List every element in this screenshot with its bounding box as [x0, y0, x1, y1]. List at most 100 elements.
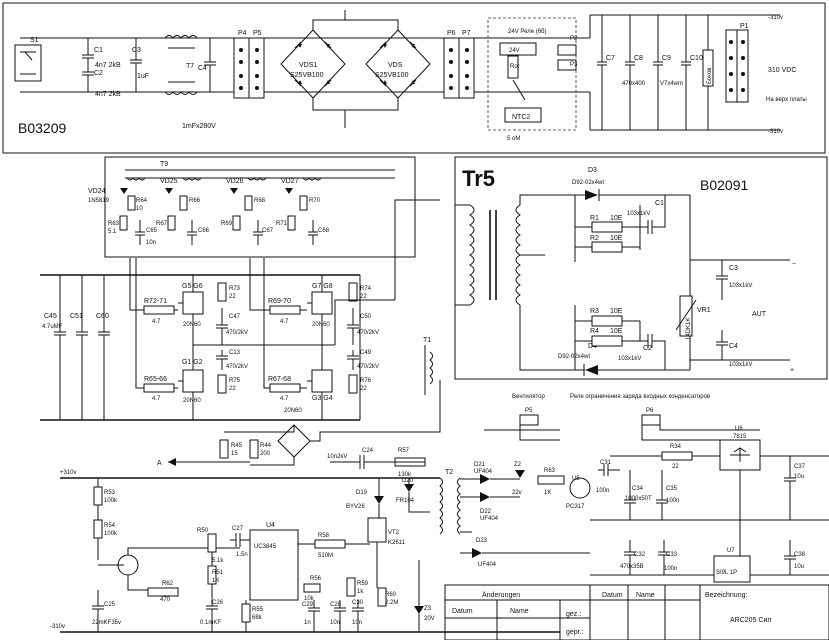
svg-text:100k: 100k [104, 498, 118, 504]
c33-value: 100n [664, 566, 677, 572]
output-section: Tr5 B02091 D3 D92-02x4wt D4 D92-02x4wt R… [454, 156, 828, 380]
current-transformer-t1: T1 [423, 337, 433, 395]
svg-text:UF404: UF404 [478, 562, 497, 568]
c38-label: C38 [794, 552, 806, 558]
p5-ctrl [519, 414, 539, 426]
svg-text:10E: 10E [610, 328, 623, 335]
svg-text:470: 470 [160, 597, 171, 603]
c2-out-label: C2 [643, 345, 652, 352]
c26-value: 0.1mKF [200, 620, 221, 626]
svg-text:20V: 20V [424, 616, 435, 622]
r-top-value: 10 [136, 206, 143, 212]
c8-label: C8 [634, 55, 643, 62]
svg-text:R58: R58 [318, 533, 330, 539]
c29-value: 1n [304, 620, 311, 626]
svg-text:R72-71: R72-71 [144, 298, 167, 305]
vd24-part: 1N5819 [88, 198, 110, 204]
relay-coil [499, 42, 537, 56]
c2-value: 4n7 2kB [95, 91, 121, 98]
r76 [348, 374, 358, 394]
relay-label: 24V Реле (6б) [508, 29, 547, 35]
c34-value: 1000x50T [625, 496, 652, 502]
svg-text:T2: T2 [445, 469, 453, 476]
c50-value: 470/2kV [357, 330, 379, 336]
p2-connector [557, 44, 577, 56]
c3-value: 1uF [137, 73, 149, 80]
svg-text:4.7: 4.7 [280, 396, 289, 402]
t9-label: T9 [160, 161, 168, 168]
c29-label: C29 [302, 602, 314, 608]
r72-71 [143, 305, 175, 315]
svg-text:R56: R56 [310, 576, 322, 582]
diode-d22 [480, 492, 490, 502]
diode-d20 [404, 484, 414, 492]
minus-310-top: -310v [768, 15, 783, 21]
connector-p6-p7: P6 P7 [443, 30, 475, 99]
p1-label: P1 [740, 23, 749, 30]
zener-z2 [515, 470, 525, 478]
filter-t7: T7 [164, 35, 198, 95]
gez-label: gez.: [566, 611, 581, 618]
r63-label: R63 [108, 221, 120, 227]
r56 [303, 583, 321, 593]
c24-label: C24 [362, 448, 374, 454]
svg-text:100k: 100k [104, 531, 118, 537]
svg-text:UF404: UF404 [480, 516, 499, 522]
block-b02091: B02091 [700, 177, 748, 193]
diode-d19 [374, 496, 384, 504]
transformer-tr5 [469, 204, 521, 306]
vds1-part: S25VB100 [290, 72, 324, 79]
c13-label: C13 [229, 350, 241, 356]
datum2-label: Datum [602, 592, 623, 599]
svg-text:10E: 10E [610, 308, 623, 315]
gate-channel-2 [165, 177, 202, 245]
c1-out-value: 103x1kV [627, 211, 650, 217]
transformer-t2: T2 [439, 469, 461, 535]
bridge-vds1: VDS1 S25VB100 [280, 29, 346, 99]
c51-label: C51 [70, 313, 83, 320]
c1-out-label: C1 [655, 200, 664, 207]
svg-text:D19: D19 [356, 490, 368, 496]
p2-label: P2 [570, 36, 578, 42]
svg-text:22: 22 [229, 294, 236, 300]
minus-terminal: − [792, 261, 796, 268]
r68-label: R68 [254, 198, 266, 204]
svg-text:U7: U7 [727, 548, 735, 554]
mosfet-vt2 [367, 517, 387, 543]
svg-text:R53: R53 [104, 490, 116, 496]
c37-value: 10u [794, 474, 804, 480]
svg-text:R50: R50 [197, 528, 209, 534]
svg-text:G1 G2: G1 G2 [182, 359, 203, 366]
ntc2-name: NTC2 [512, 114, 530, 121]
svg-text:22: 22 [360, 294, 367, 300]
svg-text:R59: R59 [357, 581, 369, 587]
c10-label: C10 [690, 55, 703, 62]
plus-terminal: + [790, 367, 794, 374]
svg-text:10E: 10E [610, 235, 623, 242]
r71-label: R71 [276, 221, 288, 227]
r69-label: R69 [221, 221, 233, 227]
svg-text:R60: R60 [385, 592, 397, 598]
svg-text:Z3: Z3 [424, 606, 432, 612]
svg-text:UF404: UF404 [474, 469, 493, 475]
c1-value: 4n7 2kB [95, 62, 121, 69]
p5-label: P5 [253, 30, 262, 37]
c68-label: C68 [318, 228, 330, 234]
r67-label: R67 [156, 221, 168, 227]
svg-text:22: 22 [229, 386, 236, 392]
fan-label: Вентилятор [512, 394, 546, 400]
c32-label: C32 [634, 552, 646, 558]
svg-text:15: 15 [231, 451, 238, 457]
svg-text:R65-66: R65-66 [144, 376, 167, 383]
r64-label: R64 [136, 198, 148, 204]
svg-text:U5: U5 [572, 476, 580, 482]
varistor-vr1 [679, 295, 693, 337]
c47-value: 470/2kV [226, 330, 248, 336]
r50 [207, 533, 217, 553]
svg-text:7815: 7815 [733, 434, 747, 440]
c4-out-label: C4 [729, 343, 738, 350]
c7-label: C7 [606, 55, 615, 62]
regulator-u5 [569, 477, 591, 499]
svg-text:T1: T1 [423, 337, 431, 344]
c49-label: C49 [360, 350, 372, 356]
